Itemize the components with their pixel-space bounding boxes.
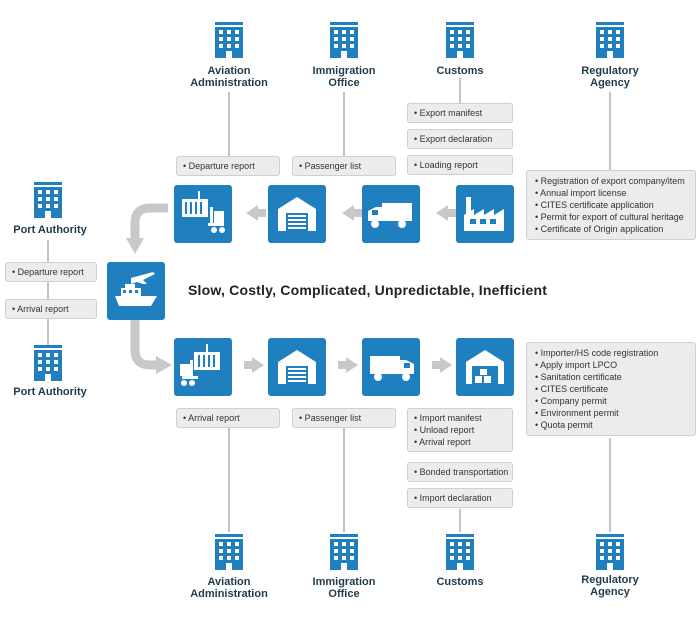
tag-customs-import-list: • Import manifest • Unload report • Arri… (407, 408, 513, 452)
aviation-top-building-icon (215, 22, 243, 63)
tag-export-declaration: • Export declaration (407, 129, 513, 149)
factory-icon (464, 197, 504, 231)
customs-top-label: Customs (436, 65, 484, 77)
warehouse-icon (278, 350, 316, 384)
tag-loading-report: • Loading report (407, 155, 513, 175)
ship-plane-icon (115, 272, 157, 306)
tag-arrival-report-aviation: • Arrival report (176, 408, 280, 428)
tag-passenger-list-bottom: • Passenger list (292, 408, 396, 428)
headline-text: Slow, Costly, Complicated, Unpredictable… (188, 282, 548, 298)
immigration-bottom-label: Immigration Office (312, 576, 376, 600)
port-authority-bottom-building-icon (34, 345, 62, 386)
tag-export-manifest: • Export manifest (407, 103, 513, 123)
tag-import-declaration: • Import declaration (407, 488, 513, 508)
truck-icon (370, 356, 414, 381)
truck-tile-export (362, 185, 420, 243)
tag-regulatory-export-list: • Registration of export company/item • … (526, 170, 696, 240)
aviation-bottom-building-icon (215, 534, 243, 575)
factory-tile-export (456, 185, 514, 243)
immigration-top-building-icon (330, 22, 358, 63)
tag-port-departure-report: • Departure report (5, 262, 97, 282)
customs-top-building-icon (446, 22, 474, 63)
immigration-top-label: Immigration Office (312, 65, 376, 89)
tag-departure-report-aviation: • Departure report (176, 156, 280, 176)
tag-port-arrival-report: • Arrival report (5, 299, 97, 319)
warehouse-boxes-tile-import (456, 338, 514, 396)
immigration-bottom-building-icon (330, 534, 358, 575)
customs-bottom-building-icon (446, 534, 474, 575)
truck-tile-import (362, 338, 420, 396)
tag-passenger-list-top: • Passenger list (292, 156, 396, 176)
regulatory-top-label: Regulatory Agency (581, 65, 639, 89)
regulatory-bottom-label: Regulatory Agency (581, 574, 639, 598)
warehouse-tile-import (268, 338, 326, 396)
aviation-top-label: Aviation Administration (190, 65, 268, 89)
forklift-container-icon (180, 344, 220, 386)
tag-regulatory-import-list: • Importer/HS code registration • Apply … (526, 342, 696, 436)
tag-bonded-transportation: • Bonded transportation (407, 462, 513, 482)
customs-bottom-label: Customs (436, 576, 484, 588)
aviation-bottom-label: Aviation Administration (190, 576, 268, 600)
regulatory-bottom-building-icon (596, 534, 624, 575)
port-authority-bottom-label: Port Authority (13, 386, 87, 398)
container-forklift-tile-export (174, 185, 232, 243)
warehouse-icon (278, 197, 316, 231)
truck-icon (368, 203, 412, 228)
warehouse-tile-export (268, 185, 326, 243)
regulatory-top-building-icon (596, 22, 624, 63)
forklift-container-icon (182, 191, 225, 233)
port-authority-top-label: Port Authority (13, 224, 87, 236)
ship-plane-tile (107, 262, 165, 320)
warehouse-boxes-icon (466, 350, 504, 384)
port-authority-top-building-icon (34, 182, 62, 223)
container-forklift-tile-import (174, 338, 232, 396)
